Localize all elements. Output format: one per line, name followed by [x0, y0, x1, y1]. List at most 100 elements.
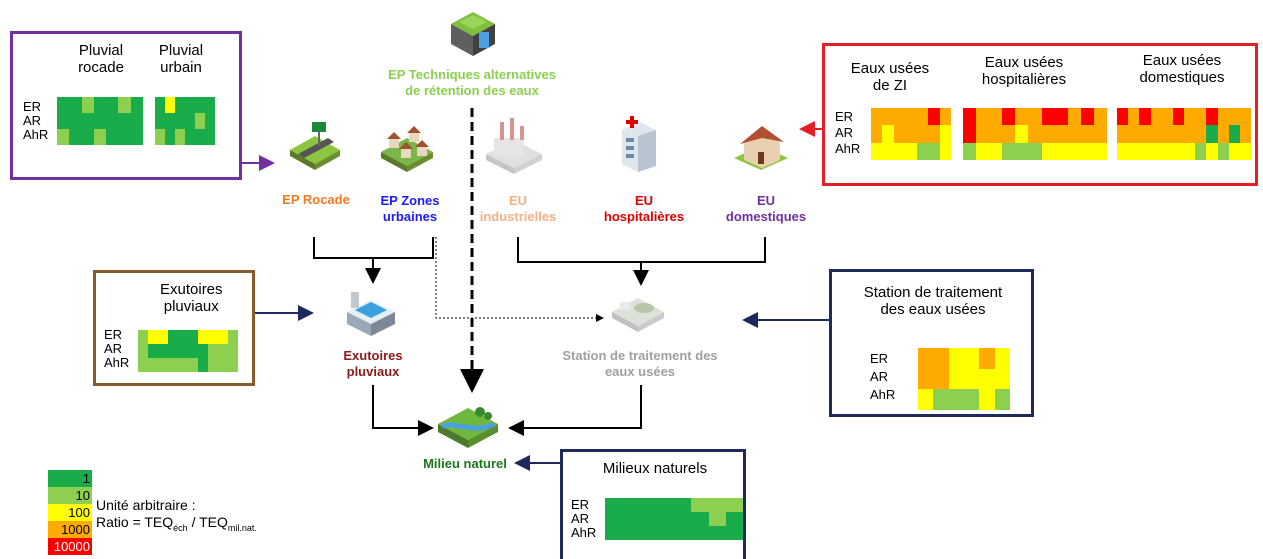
heat-cell — [195, 97, 205, 113]
ep-rocade-label: EP Rocade — [282, 192, 350, 207]
heat-cell — [639, 526, 657, 540]
heat-cell — [93, 97, 107, 113]
heat-cell — [205, 129, 215, 145]
heat-cell — [57, 113, 70, 129]
heat-cell — [148, 330, 158, 344]
heat-cell — [976, 142, 990, 160]
heat-cell — [905, 142, 917, 160]
heat-cell — [1117, 142, 1129, 160]
heat-cell — [1239, 125, 1251, 143]
heat-cell — [218, 330, 228, 344]
heat-cell — [118, 113, 131, 129]
heat-cell — [106, 97, 119, 113]
heat-cell — [155, 129, 165, 145]
hospital-icon — [622, 116, 656, 172]
heat-cell — [882, 125, 894, 143]
heat-cell — [148, 344, 158, 358]
heat-cell — [725, 512, 743, 526]
station-heatmap — [918, 348, 1010, 410]
heat-cell — [963, 125, 977, 143]
heat-cell — [1184, 125, 1196, 143]
heat-cell — [979, 389, 995, 410]
pluvial-rocade-heatmap — [57, 97, 143, 145]
eaux-usees-panel: Eaux usées de ZI Eaux usées hospitalière… — [822, 43, 1258, 186]
row-label-ahr: AhR — [870, 387, 896, 402]
heat-cell — [691, 498, 709, 512]
heat-cell — [228, 330, 238, 344]
heat-cell — [1015, 108, 1029, 126]
heat-cell — [1184, 142, 1196, 160]
heat-cell — [185, 129, 195, 145]
heat-cell — [691, 526, 709, 540]
heat-cell — [93, 129, 107, 145]
heat-cell — [928, 142, 940, 160]
exutoires-heatmap — [138, 330, 238, 372]
heat-cell — [81, 129, 94, 145]
heat-cell — [188, 330, 198, 344]
heat-cell — [1054, 125, 1068, 143]
legend-level: 1000 — [48, 521, 92, 538]
heat-cell — [218, 344, 228, 358]
heat-cell — [69, 129, 82, 145]
heat-cell — [639, 512, 657, 526]
heat-cell — [674, 512, 692, 526]
heat-cell — [882, 108, 894, 126]
heat-cell — [918, 348, 934, 369]
heat-cell — [208, 358, 218, 372]
eu-domestiques-heatmap — [1117, 108, 1251, 160]
legend-unit: Unité arbitraire : — [96, 497, 196, 513]
row-label-er: ER — [870, 351, 889, 366]
heat-cell — [605, 512, 623, 526]
heat-cell — [1015, 142, 1029, 160]
heat-cell — [871, 142, 883, 160]
heat-cell — [1184, 108, 1196, 126]
heat-cell — [939, 108, 951, 126]
heat-cell — [933, 389, 949, 410]
row-label-er: ER — [835, 109, 854, 124]
exutoires-panel: Exutoires pluviaux ER AR AhR — [93, 270, 255, 386]
heat-cell — [1117, 125, 1129, 143]
heat-cell — [130, 113, 143, 129]
factory-icon — [486, 118, 542, 174]
ep-techniques-label: EP Techniques alternatives de rétention … — [388, 67, 556, 98]
station-label: Station de traitement des eaux usées — [562, 348, 718, 379]
heat-cell — [1161, 125, 1173, 143]
heat-cell — [656, 512, 674, 526]
heat-cell — [918, 389, 934, 410]
heat-cell — [175, 113, 185, 129]
heat-cell — [1067, 108, 1081, 126]
heat-cell — [175, 129, 185, 145]
heat-cell — [1161, 108, 1173, 126]
row-label-ahr: AhR — [23, 127, 49, 142]
heat-cell — [1028, 142, 1042, 160]
row-label-ahr: AhR — [835, 141, 861, 156]
heat-cell — [106, 113, 119, 129]
heat-cell — [218, 358, 228, 372]
heat-cell — [1206, 142, 1218, 160]
heat-cell — [1139, 142, 1151, 160]
heat-cell — [979, 368, 995, 390]
heat-cell — [871, 108, 883, 126]
heat-cell — [948, 348, 964, 369]
heat-cell — [1054, 108, 1068, 126]
heat-cell — [1080, 108, 1094, 126]
heat-cell — [963, 108, 977, 126]
heat-cell — [1228, 108, 1240, 126]
heat-cell — [948, 389, 964, 410]
heat-cell — [1002, 142, 1016, 160]
milieux-naturels-panel: Milieux naturels ER AR AhR — [560, 449, 746, 559]
heat-cell — [1028, 108, 1042, 126]
heat-cell — [198, 344, 208, 358]
heat-cell — [1002, 108, 1016, 126]
heat-cell — [605, 526, 623, 540]
heat-cell — [933, 368, 949, 390]
heat-cell — [148, 358, 158, 372]
storm-outfall-icon — [347, 292, 395, 336]
heat-cell — [1217, 125, 1229, 143]
heat-cell — [1054, 142, 1068, 160]
heat-cell — [198, 358, 208, 372]
heat-cell — [1217, 108, 1229, 126]
heat-cell — [138, 330, 148, 344]
heat-cell — [1217, 142, 1229, 160]
